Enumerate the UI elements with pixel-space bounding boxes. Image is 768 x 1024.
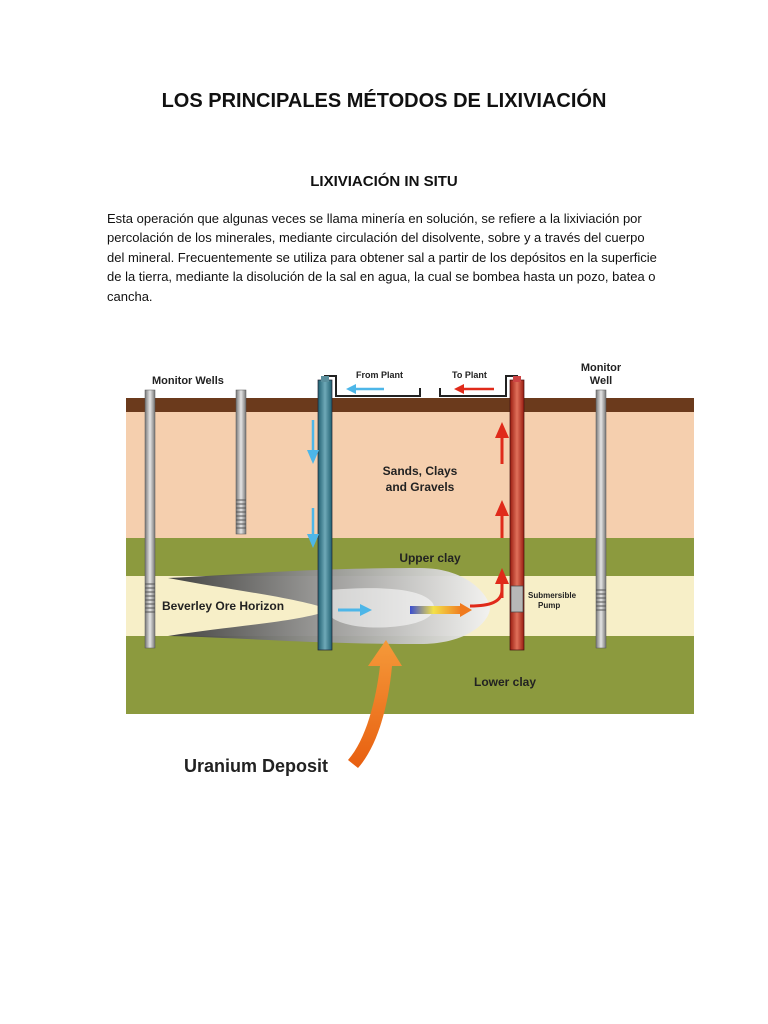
monitor-well-3	[595, 389, 607, 649]
recovery-flow-arrows	[469, 422, 509, 608]
label-monitor-well-1: Monitor	[581, 362, 622, 374]
label-sands-1: Sands, Clays	[383, 464, 458, 478]
section-title: LIXIVIACIÓN IN SITU	[310, 173, 458, 190]
body-paragraph: Esta operación que algunas veces se llam…	[107, 211, 657, 304]
label-lower-clay: Lower clay	[474, 675, 536, 689]
label-from-plant: From Plant	[356, 370, 403, 380]
label-pump-1: Submersible	[528, 591, 577, 600]
label-sands-2: and Gravels	[386, 480, 455, 494]
uranium-deposit-arrow	[348, 640, 402, 768]
injection-flow-arrows	[307, 420, 319, 548]
to-plant-arrow	[454, 384, 494, 394]
submersible-pump	[510, 585, 524, 613]
label-ore-horizon: Beverley Ore Horizon	[162, 599, 284, 613]
label-to-plant: To Plant	[452, 370, 487, 380]
ore-flow-arrow-gradient	[410, 603, 472, 617]
monitor-well-2	[235, 389, 247, 535]
label-upper-clay: Upper clay	[399, 551, 461, 565]
label-monitor-wells: Monitor Wells	[152, 375, 224, 387]
from-plant-arrow	[346, 384, 384, 394]
label-pump-2: Pump	[538, 601, 560, 610]
injection-well	[317, 379, 333, 651]
lower-clay-layer	[126, 636, 694, 714]
monitor-well-1	[144, 389, 156, 649]
label-monitor-well-2: Well	[590, 375, 612, 387]
label-uranium-deposit: Uranium Deposit	[184, 756, 328, 776]
in-situ-leaching-diagram: Monitor Wells Monitor Well From Plant To…	[126, 362, 694, 776]
ore-flow-arrow-blue	[338, 604, 372, 616]
page-title: LOS PRINCIPALES MÉTODOS DE LIXIVIACIÓN	[161, 90, 607, 112]
topsoil-layer	[126, 398, 694, 412]
